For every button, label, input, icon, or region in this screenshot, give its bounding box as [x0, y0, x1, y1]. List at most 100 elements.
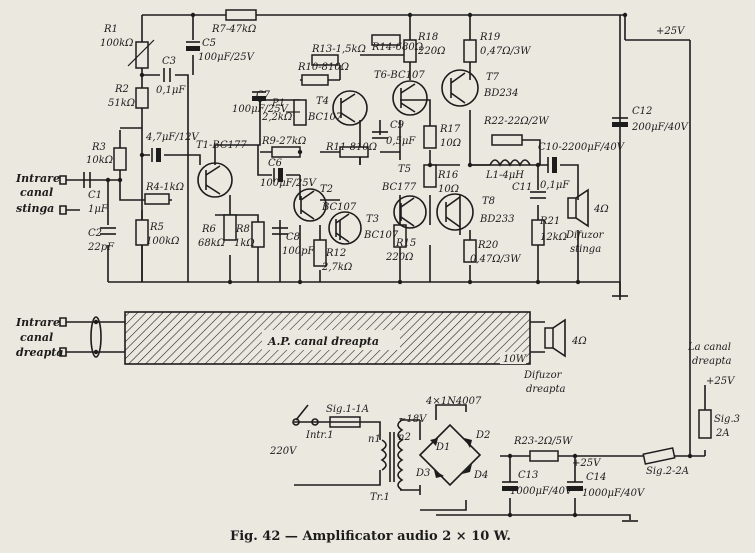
label-p1: P1 — [271, 98, 285, 109]
label-c12-value: 200μF/40V — [631, 122, 690, 133]
label-vplus-right: +25V — [706, 376, 736, 387]
label-r2-value: 51kΩ — [108, 98, 135, 109]
r3-resistor — [113, 147, 127, 171]
label-c8: C8 — [286, 232, 300, 243]
label-r4: R4-1kΩ — [145, 182, 184, 193]
t7-transistor — [441, 69, 479, 107]
r5-resistor — [135, 219, 149, 246]
label-n2: n2 — [398, 432, 411, 443]
t4-transistor — [332, 90, 368, 126]
label-r17-value: 10Ω — [440, 138, 461, 149]
l1-inductor — [489, 159, 531, 167]
speaker-right-icon — [544, 318, 566, 358]
label-speaker-right-name1: Difuzor — [523, 370, 563, 381]
components — [59, 9, 712, 522]
label-t6: T6-BC107 — [374, 70, 425, 81]
label-c14: C14 — [586, 472, 606, 483]
wire-c4 — [142, 154, 201, 165]
r9-resistor — [271, 146, 301, 158]
label-n1: n1 — [368, 434, 381, 445]
label-c8-value: 100pF — [282, 246, 315, 257]
label-input-right-3: dreapta — [16, 346, 64, 359]
label-c10: C10-2200μF/40V — [538, 142, 626, 153]
label-r16: R16 — [437, 170, 459, 181]
label-input-left-2: canal — [20, 186, 53, 199]
rail-ground-left — [108, 281, 621, 295]
r13-resistor — [311, 54, 339, 66]
label-t7-type: BD234 — [483, 88, 518, 99]
rail-plus25-top — [142, 14, 690, 300]
amplifier-right-power-bg — [500, 352, 526, 364]
label-d2: D2 — [475, 430, 490, 441]
label-c3: C3 — [162, 56, 176, 67]
label-r7: R7-47kΩ — [211, 24, 256, 35]
input-jack-right — [59, 317, 67, 357]
labels: R1 100kΩ R7-47kΩ C5 100μF/25V C3 0,1μF R… — [15, 24, 740, 544]
label-c7: C7 — [256, 90, 271, 101]
c5-capacitor — [186, 41, 200, 51]
label-c2: C2 — [88, 228, 102, 239]
label-c13: C13 — [518, 470, 538, 481]
c8-capacitor — [272, 227, 288, 235]
label-sig3-value: 2A — [715, 428, 730, 439]
label-r3-value: 10kΩ — [86, 155, 113, 166]
r14-resistor — [371, 34, 401, 46]
wire-c3 — [142, 74, 189, 282]
junction-dots — [93, 12, 693, 518]
label-c2-value: 22pF — [87, 242, 115, 253]
label-d3: D3 — [415, 468, 430, 479]
label-t1: T1-BC177 — [196, 140, 247, 151]
label-r20-value: 0,47Ω/3W — [470, 254, 521, 265]
label-sig1: Sig.1-1A — [326, 404, 369, 415]
label-r14: R14-680Ω — [371, 42, 423, 53]
sig2-fuse — [642, 447, 676, 465]
label-r1-value: 100kΩ — [100, 38, 133, 49]
label-c6: C6 — [268, 158, 283, 169]
label-to-right-2: dreapta — [692, 356, 731, 367]
label-r15: R15 — [395, 238, 416, 249]
shield-ring — [90, 316, 102, 358]
r19-resistor — [463, 39, 477, 63]
label-r21: R21 — [539, 216, 560, 227]
diode-bridge — [418, 423, 482, 487]
label-r5-value: 100kΩ — [146, 236, 179, 247]
label-r11: R11-810Ω — [325, 142, 377, 153]
r23-resistor — [529, 450, 559, 462]
c11-capacitor — [530, 191, 546, 199]
label-c5: C5 — [202, 38, 216, 49]
r1-resistor — [135, 41, 149, 69]
label-amplifier-right: A.P. canal dreapta — [267, 335, 379, 348]
label-c6-value: 100μF/25V — [260, 178, 318, 189]
label-t3: T3 — [366, 214, 379, 225]
label-input-right-1: Intrare — [15, 316, 60, 329]
label-r22: R22-22Ω/2W — [483, 116, 549, 127]
t3-transistor — [328, 211, 362, 245]
wire-ground-ps — [420, 509, 631, 520]
r18-resistor — [403, 39, 417, 63]
label-r5: R5 — [149, 222, 164, 233]
label-r2: R2 — [114, 84, 129, 95]
label-input-right-2: canal — [20, 331, 53, 344]
figure-caption: Fig. 42 — Amplificator audio 2 × 10 W. — [230, 529, 511, 544]
label-bridge: 4×1N4007 — [425, 396, 482, 407]
t8-transistor — [436, 193, 474, 231]
label-18v: ~18V — [398, 414, 428, 425]
amplifier-right-box — [124, 311, 531, 365]
label-t2-type: BC107 — [321, 202, 357, 213]
label-input-left-1: Intrare — [15, 172, 60, 185]
c10-capacitor — [547, 157, 557, 173]
label-c12: C12 — [632, 106, 652, 117]
label-r9: R9-27kΩ — [261, 136, 306, 147]
r20-resistor — [463, 239, 477, 263]
r21-resistor — [531, 219, 545, 246]
c12-capacitor — [612, 117, 628, 127]
wire-t2t3 — [279, 175, 341, 282]
label-t7: T7 — [486, 72, 500, 83]
label-d1: D1 — [435, 442, 450, 453]
speaker-left-icon — [567, 188, 589, 228]
c9-capacitor — [372, 131, 388, 139]
label-r17: R17 — [439, 124, 461, 135]
wire-c6c7 — [257, 99, 300, 176]
label-p1-value: 2,2kΩ — [261, 112, 292, 123]
r7-resistor — [225, 9, 257, 21]
